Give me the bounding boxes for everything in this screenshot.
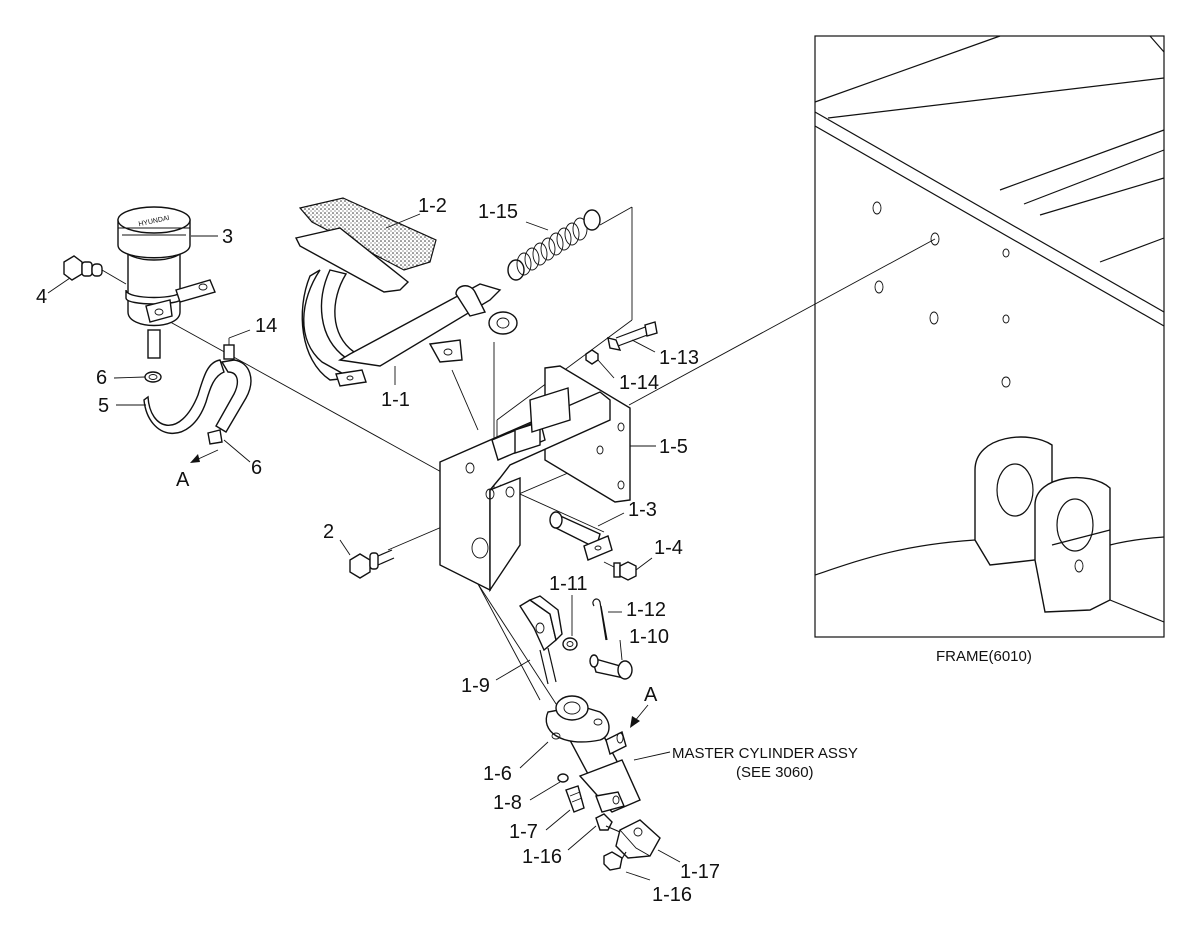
label-1-5: 1-5 [659,436,688,458]
label-5: 5 [98,395,109,417]
label-1-10: 1-10 [629,626,669,648]
label-1-12: 1-12 [626,599,666,621]
label-a-right: A [644,684,658,706]
washer-1-8 [557,773,569,783]
pin-1-3 [549,511,613,561]
fitting-1-16-upper [595,813,621,833]
split-pin-1-12 [592,598,608,641]
pedal-assembly [294,197,518,387]
label-14: 14 [255,315,277,337]
label-3: 3 [222,226,233,248]
clevis-1-9 [519,595,563,685]
bolt-2 [349,549,395,579]
reservoir-assembly: HYUNDAI [117,206,216,359]
label-1-14: 1-14 [619,372,659,394]
master-cylinder-label: MASTER CYLINDER ASSY [672,745,858,762]
label-leaders [47,213,681,881]
label-1-16-upper: 1-16 [522,846,562,868]
label-1-16-lower: 1-16 [652,884,692,906]
master-cylinder [545,695,641,813]
label-1-6: 1-6 [483,763,512,785]
bracket-1-5 [439,365,631,593]
frame-inset-border [814,35,1165,638]
spring-1-15 [507,209,601,281]
bolt-4 [63,255,127,285]
master-cylinder-see-label: (SEE 3060) [736,764,814,781]
clevis-pin-1-10 [589,654,633,680]
bolt-1-7 [565,785,585,813]
label-1-13: 1-13 [659,347,699,369]
label-1-3: 1-3 [628,499,657,521]
hose-assembly [143,338,252,445]
label-2: 2 [323,521,334,543]
washer-1-11 [562,637,578,651]
label-1-17: 1-17 [680,861,720,883]
label-1-15: 1-15 [478,201,518,223]
frame-inset: FRAME(6010) [814,35,1165,665]
label-6-upper: 6 [96,367,107,389]
nut-1-14 [585,349,599,365]
reference-lines [162,206,936,711]
label-6-lower: 6 [251,457,262,479]
frame-caption: FRAME(6010) [936,648,1032,665]
label-1-11: 1-11 [549,573,588,595]
label-1-1: 1-1 [381,389,410,411]
label-a-left: A [176,469,190,491]
part-labels: 3 4 6 5 6 A 14 1-2 1-15 1-1 1-13 1-14 1-… [36,195,858,906]
label-1-4: 1-4 [654,537,683,559]
fitting-1-16-lower [603,851,623,871]
label-1-8: 1-8 [493,792,522,814]
label-1-2: 1-2 [418,195,447,217]
label-1-9: 1-9 [461,675,490,697]
frame-structure [814,35,1165,623]
label-1-7: 1-7 [509,821,538,843]
label-4: 4 [36,286,47,308]
bolt-1-13 [607,321,658,351]
bolt-1-4 [603,561,637,581]
block-1-17 [615,819,661,863]
